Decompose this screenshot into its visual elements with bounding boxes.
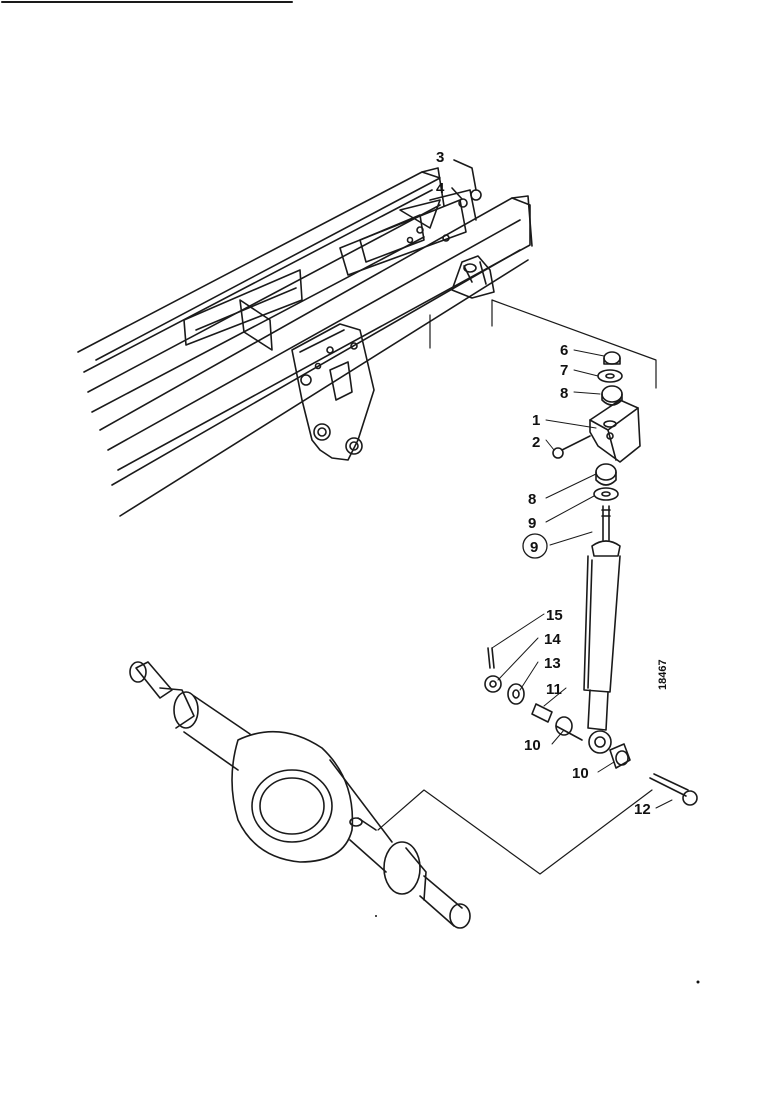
mounting-bracket-1 [589, 399, 641, 463]
shock-upper-mount [451, 255, 495, 299]
callout-8a: 8 [560, 385, 568, 402]
rear-axle-housing [129, 661, 471, 929]
upper-bushings-stack [597, 351, 623, 406]
drawing-number: 18467 [657, 659, 669, 690]
spring-hanger-bracket [291, 323, 375, 461]
chassis-frame [77, 167, 533, 517]
speck [375, 915, 377, 917]
callout-7: 7 [560, 362, 568, 379]
callout-4: 4 [436, 180, 445, 197]
callout-13: 13 [544, 655, 561, 672]
leader-lines-axle [377, 789, 653, 875]
callout-1: 1 [532, 412, 540, 429]
callout-leaders [491, 349, 673, 809]
speck [696, 980, 700, 984]
callout-labels: 3 4 6 7 8 1 2 8 9 9 15 14 13 11 10 10 12 [436, 149, 651, 818]
callout-10a: 10 [524, 737, 541, 754]
callout-9-circle [522, 533, 548, 559]
lower-bushings-stack [593, 463, 619, 501]
callout-9a: 9 [528, 515, 536, 532]
callout-15: 15 [546, 607, 563, 624]
callout-14: 14 [544, 631, 561, 648]
callout-10b: 10 [572, 765, 589, 782]
callout-8b: 8 [528, 491, 536, 508]
callout-2: 2 [532, 434, 540, 451]
callout-3: 3 [436, 149, 444, 166]
nut-washer-3-4 [451, 159, 482, 208]
bolt-2 [552, 435, 591, 459]
callout-11: 11 [546, 681, 562, 698]
callout-12: 12 [634, 801, 651, 818]
callout-6: 6 [560, 342, 568, 359]
leader-lines-frame [429, 299, 657, 389]
shock-absorber-body [583, 505, 621, 754]
callout-9b: 9 [530, 539, 538, 556]
